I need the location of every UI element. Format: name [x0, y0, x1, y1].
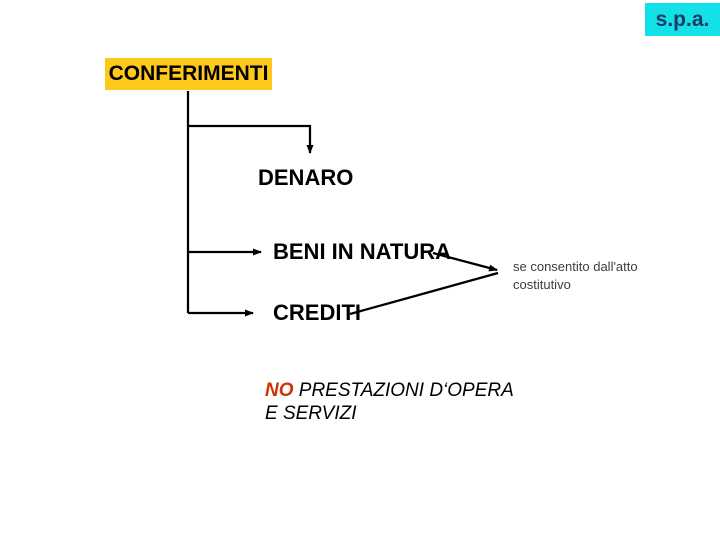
- exclusion-line-2: E SERVIZI: [265, 403, 357, 424]
- branch-denaro-arrow: [188, 124, 314, 154]
- node-beni-in-natura: BENI IN NATURA: [273, 239, 452, 264]
- node-denaro: DENARO: [258, 165, 354, 190]
- root-node-conferimenti: CONFERIMENTI: [105, 58, 272, 90]
- exclusion-line-1: NO PRESTAZIONI D‘OPERA: [265, 379, 514, 402]
- exclusion-statement: NO PRESTAZIONI D‘OPERA E SERVIZI: [265, 379, 514, 425]
- annotation-line-1: se consentito dall'atto: [513, 259, 638, 274]
- node-crediti: CREDITI: [273, 300, 361, 325]
- exclusion-line-1-rest: PRESTAZIONI D‘OPERA: [293, 380, 514, 401]
- crediti-to-note-line: [349, 271, 499, 316]
- spa-badge: s.p.a.: [645, 3, 720, 36]
- annotation-note: se consentito dall'atto costitutivo: [513, 258, 638, 294]
- annotation-line-2: costitutivo: [513, 277, 571, 292]
- exclusion-no-word: NO: [265, 380, 294, 401]
